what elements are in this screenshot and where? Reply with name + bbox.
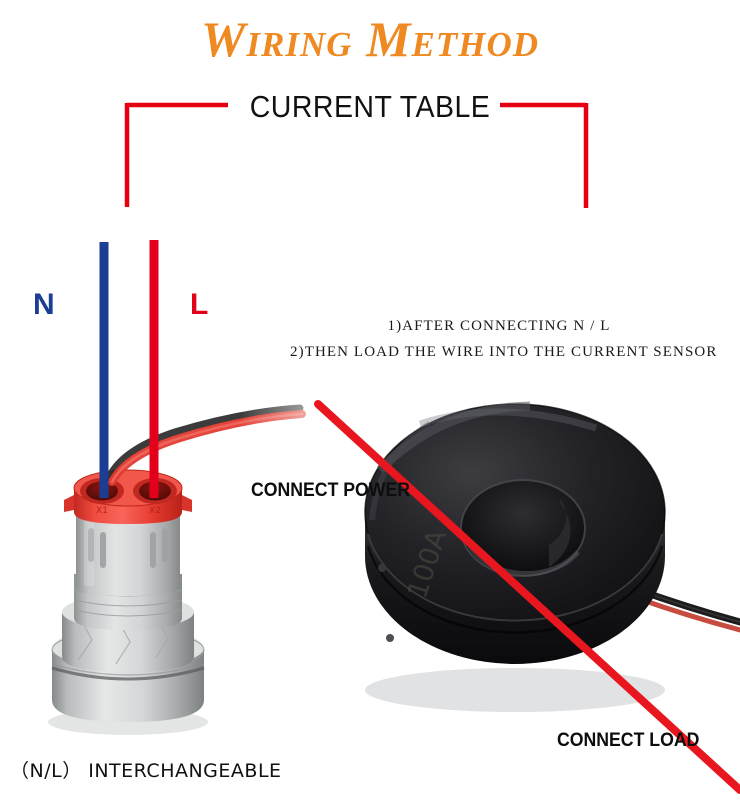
subtitle: CURRENT TABLE [249,89,491,124]
bracket-graphic [124,102,589,208]
ct-center-aperture [460,479,586,577]
page-title: Wiring Method [200,11,540,67]
panel-meter-device: X1 X2 [51,240,370,722]
current-transformer: 100A [364,401,740,664]
vent-slots [88,528,168,568]
load-wire-line [314,400,740,794]
instructions-block: 1)AFTER CONNECTING N / L 2)THEN LOAD THE… [290,313,736,365]
terminal-label-x1: X1 [96,506,108,516]
ct-rivet-lower [386,634,394,642]
cap-tab-right [182,495,192,512]
interchangeable-note: （N/L） INTERCHANGEABLE [10,760,282,782]
neutral-wire-label: N [33,288,55,321]
instruction-step-2: 2)THEN LOAD THE WIRE INTO THE CURRENT SE… [290,344,718,360]
connect-power-label: CONNECT POWER [251,480,411,501]
terminal-label-x2: X2 [149,506,161,516]
cap-tab-left [64,495,74,512]
connect-load-label: CONNECT LOAD [557,730,700,751]
instruction-step-1: 1)AFTER CONNECTING N / L [387,318,611,334]
sensor-shadow [365,668,665,712]
ct-rivet-upper [378,564,386,572]
live-wire-label: L [190,288,209,321]
